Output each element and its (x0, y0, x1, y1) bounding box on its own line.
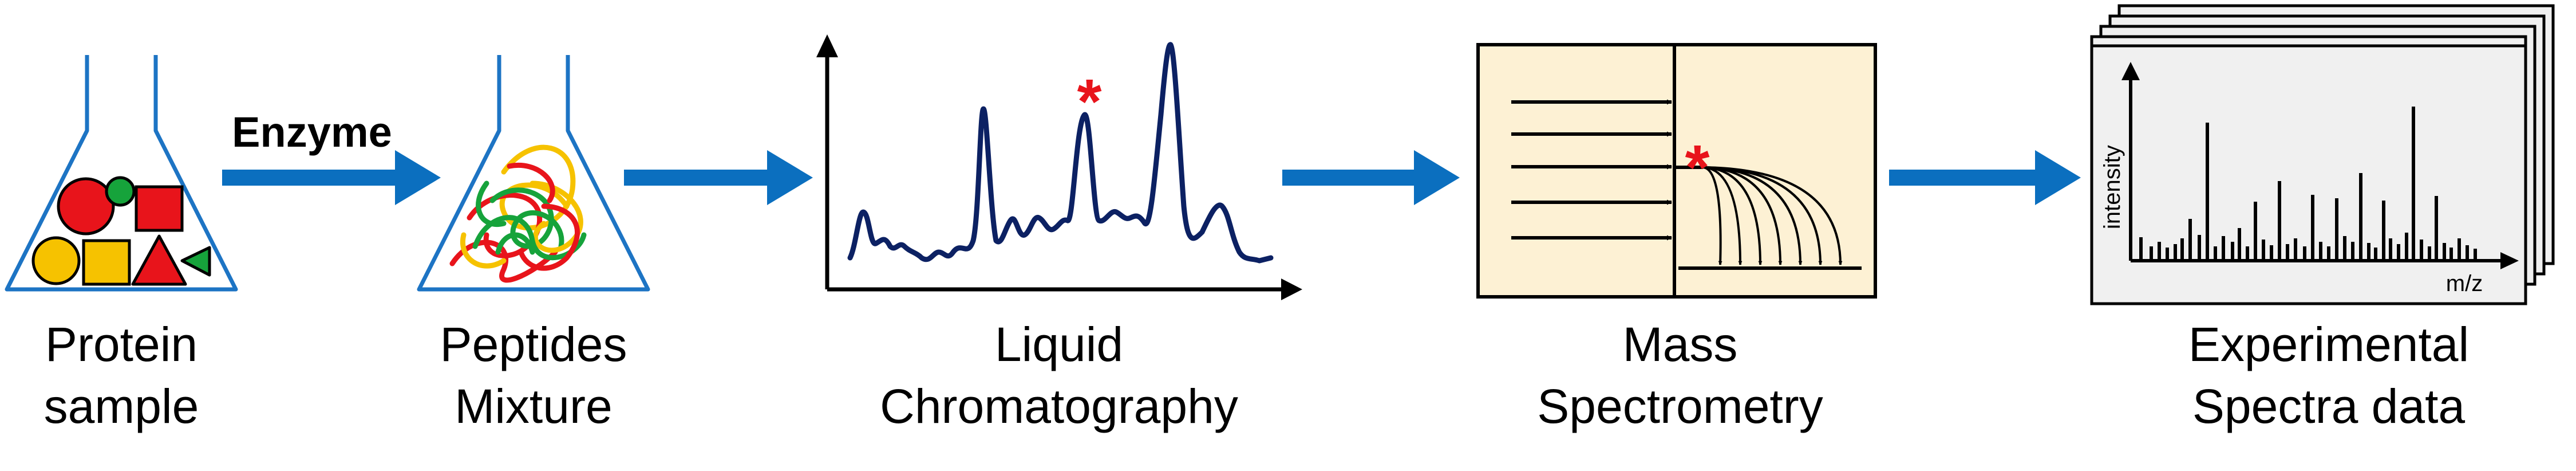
spectrum-stack-icon (2090, 4, 2555, 305)
protein-sample-flask-icon (5, 55, 238, 292)
stage-label-spectra-line1: Experimental (2188, 317, 2469, 371)
chromatogram-trace (847, 42, 1274, 264)
arrow-right-icon (1889, 150, 2081, 205)
stage-label-ms-line1: Mass (1623, 317, 1738, 371)
red-circle-shape (57, 177, 115, 236)
mass-spec-icon (1476, 43, 1877, 299)
stage-label-protein-line1: Protein (45, 317, 197, 371)
stage-label-lc-line2: Chromatography (880, 379, 1238, 433)
enzyme-label: Enzyme (232, 108, 392, 156)
peptides-mixture-flask-icon (417, 55, 650, 292)
spectra-y-axis-label: intensity (2100, 145, 2125, 229)
spectra-x-axis-label: m/z (2446, 271, 2483, 296)
red-triangle-shape (131, 234, 187, 286)
arrow-right-icon (1282, 150, 1460, 205)
ms-ion-marker: * (1685, 132, 1710, 203)
stage-label-protein-line2: sample (44, 379, 199, 433)
arrow-right-icon (624, 150, 813, 205)
chromatogram-peak-marker: * (1077, 66, 1102, 137)
yellow-square-shape (82, 239, 131, 286)
stage-label-peptides-line1: Peptides (440, 317, 627, 371)
stage-label-peptides-line2: Mixture (455, 379, 612, 433)
stage-label-spectra-line2: Spectra data (2192, 379, 2466, 433)
red-square-shape (135, 185, 184, 232)
green-triangle-shape (180, 246, 211, 277)
arrow-right-icon (222, 150, 441, 205)
spectrum-peaks (2139, 107, 2477, 259)
green-circle-shape (105, 176, 136, 207)
stage-label-lc-line1: Liquid (995, 317, 1123, 371)
stage-label-ms-line2: Spectrometry (1537, 379, 1823, 433)
yellow-circle-shape (31, 236, 81, 285)
chromatogram-icon (816, 34, 1302, 300)
